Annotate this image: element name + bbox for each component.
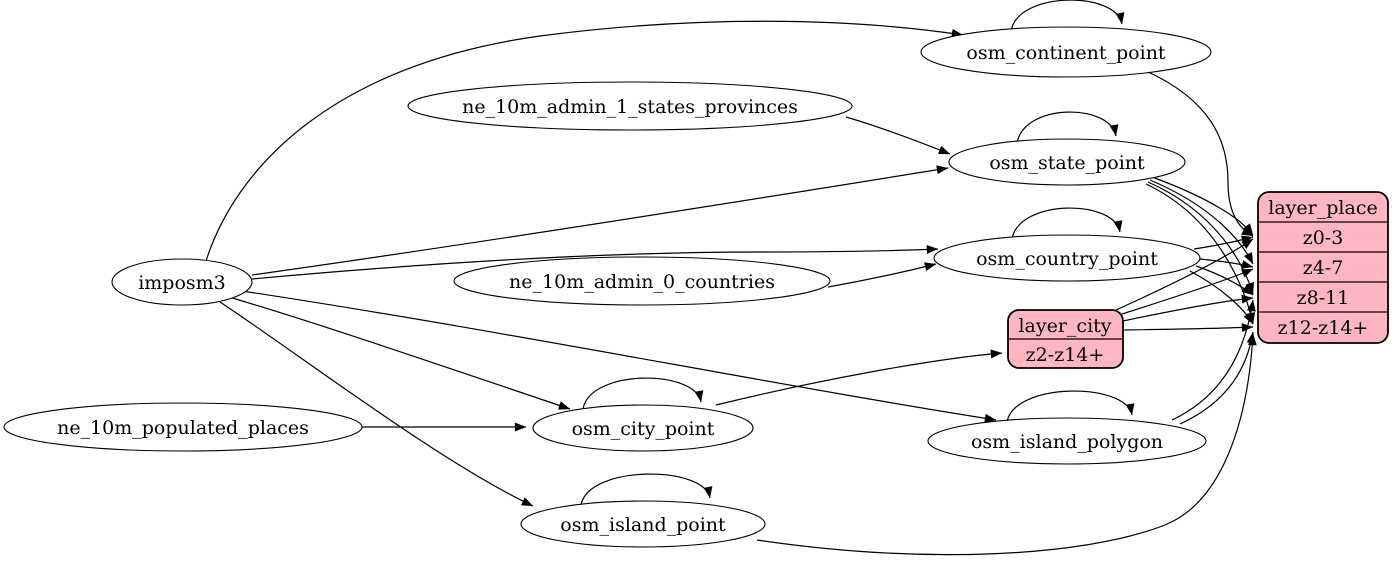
edge-osm_state_point-layer_place-z4-7 (1149, 179, 1254, 265)
ne_10m_admin_0_countries-label: ne_10m_admin_0_countries (509, 271, 775, 293)
edge-layer_city-layer_place-z8-11 (1122, 294, 1254, 322)
edge-osm_continent_point-layer_place-z0-3 (1145, 70, 1254, 237)
layer_city-title: layer_city (1018, 315, 1111, 337)
edge-osm_island_point-layer_place-z12-z14 (756, 333, 1257, 556)
osm_country_point-label: osm_country_point (976, 248, 1158, 270)
osm_city_point-label: osm_city_point (572, 418, 715, 440)
ne_10m_populated_places-label: ne_10m_populated_places (57, 417, 309, 439)
osm_island_point-ellipse (520, 500, 766, 548)
node-osm_country_point: osm_country_point (933, 234, 1201, 282)
osm_island_polygon-ellipse (927, 417, 1207, 465)
edge-osm_country_point-self-loop (1011, 207, 1123, 240)
osm_state_point-ellipse (948, 138, 1186, 186)
node-layer_city: layer_city z2-z14+ (1007, 309, 1124, 369)
edge-ne_10m_admin_1_states_provinces-osm_state_point (845, 116, 951, 155)
node-imposm3: imposm3 (111, 258, 253, 306)
edge-imposm3-osm_state_point (251, 165, 949, 276)
node-osm_island_polygon: osm_island_polygon (927, 417, 1207, 465)
layer_city-row-z2-z14: z2-z14+ (1026, 344, 1105, 366)
node-osm_island_point: osm_island_point (520, 500, 766, 548)
edge-layer (205, 0, 1257, 556)
ne_10m_admin_1_states_provinces-ellipse (407, 81, 853, 131)
osm_island_point-label: osm_island_point (560, 514, 726, 536)
node-ne_10m_admin_1_states_provinces: ne_10m_admin_1_states_provinces (407, 81, 853, 131)
layer_place-row-z0-3: z0-3 (1303, 227, 1344, 249)
edge-osm_continent_point-self-loop (1010, 0, 1125, 32)
layer_place-row-z12-z14: z12-z14+ (1278, 317, 1369, 339)
edge-layer_city-layer_place-z0-3 (1115, 238, 1254, 311)
layer_place-row-z4-7: z4-7 (1303, 257, 1344, 279)
ne_10m_populated_places-ellipse (3, 402, 363, 452)
osm_country_point-ellipse (933, 234, 1201, 282)
edge-osm_state_point-self-loop (1016, 111, 1119, 144)
edge-osm_country_point-layer_place-z0-3 (1193, 235, 1254, 250)
node-ne_10m_admin_0_countries: ne_10m_admin_0_countries (453, 256, 831, 306)
node-osm_city_point: osm_city_point (532, 404, 754, 452)
edge-osm_island_polygon-self-loop (1006, 390, 1135, 423)
node-layer_place: layer_place z0-3 z4-7 z8-11 z12-z14+ (1257, 191, 1389, 344)
edge-osm_city_point-self-loop (582, 377, 704, 410)
edge-osm_country_point-layer_place-z8-11 (1195, 265, 1254, 296)
edge-osm_country_point-layer_place-z4-7 (1199, 258, 1254, 269)
layer_place-row-z8-11: z8-11 (1297, 287, 1350, 309)
edge-osm_country_point-layer_place-z12-z14 (1189, 270, 1254, 325)
edge-osm_island_point-self-loop (580, 473, 713, 506)
edge-osm_island_polygon-layer_place-z8-11 (1171, 299, 1256, 421)
node-osm_state_point: osm_state_point (948, 138, 1186, 186)
edge-osm_state_point-layer_place-z12-z14 (1145, 183, 1256, 325)
edge-imposm3-osm_island_point (219, 301, 534, 507)
edge-ne_10m_admin_0_countries-osm_country_point (827, 262, 937, 288)
node-osm_continent_point: osm_continent_point (920, 26, 1212, 78)
osm_continent_point-ellipse (920, 26, 1212, 78)
osm_city_point-ellipse (532, 404, 754, 452)
edge-imposm3-osm_city_point (228, 296, 571, 410)
edge-osm_state_point-layer_place-z8-11 (1147, 181, 1255, 295)
osm_island_polygon-label: osm_island_polygon (971, 431, 1163, 453)
node-ne_10m_populated_places: ne_10m_populated_places (3, 402, 363, 452)
edge-osm_city_point-layer_city-z2 (715, 349, 1003, 406)
ne_10m_admin_0_countries-ellipse (453, 256, 831, 306)
edge-imposm3-osm_island_polygon (241, 290, 997, 423)
edge-layer_city-layer_place-z12-z14 (1122, 323, 1254, 332)
edge-osm_state_point-layer_place-z0-3 (1151, 176, 1254, 236)
edge-imposm3-osm_continent_point (205, 20, 964, 262)
layer_place-box (1257, 191, 1389, 344)
layer_place-title: layer_place (1268, 197, 1377, 219)
ne_10m_admin_1_states_provinces-label: ne_10m_admin_1_states_provinces (462, 96, 798, 118)
osm_state_point-label: osm_state_point (989, 152, 1145, 174)
edge-imposm3-osm_country_point (251, 245, 939, 280)
imposm3-ellipse (111, 258, 253, 306)
osm_continent_point-label: osm_continent_point (966, 42, 1166, 64)
imposm3-label: imposm3 (138, 272, 226, 294)
